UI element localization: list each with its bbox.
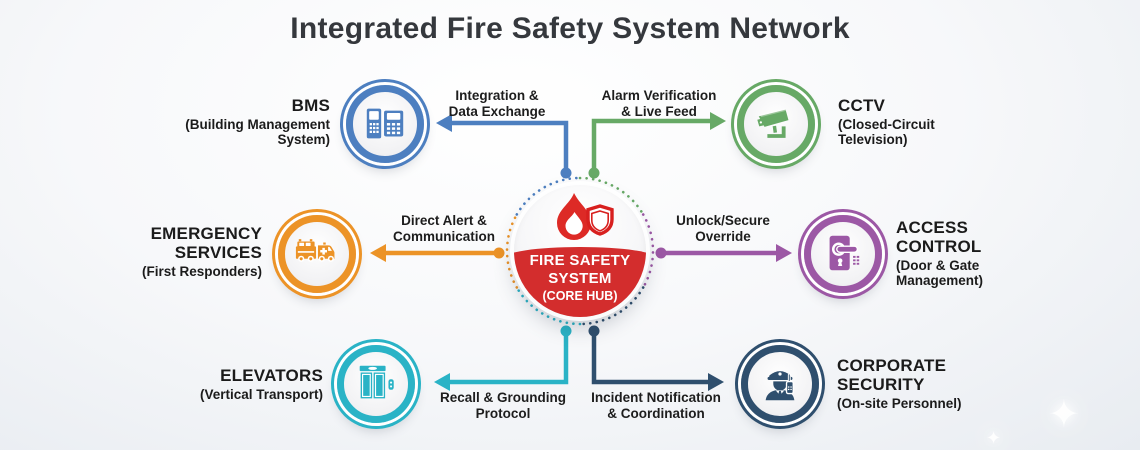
node-circle-cctv (737, 85, 815, 163)
cctv-camera-icon (757, 107, 789, 138)
node-name: EMERGENCY SERVICES (150, 224, 262, 263)
hub-title: FIRE SAFETY SYSTEM (CORE HUB) (514, 252, 646, 303)
hub-fire-safety-system: FIRE SAFETY SYSTEM (CORE HUB) (514, 185, 646, 317)
node-subtitle: (Closed-Circuit Television) (838, 117, 935, 148)
sparkle-decoration: ✦ (986, 428, 1002, 448)
sparkle-decoration: ✦ (1048, 394, 1080, 436)
connection-label-integration-data-exchange: Integration & Data Exchange (448, 88, 546, 120)
hub-subtitle: (CORE HUB) (542, 288, 618, 303)
hub-red-band (514, 247, 646, 317)
node-label-elevators: ELEVATORS (Vertical Transport) (143, 366, 323, 402)
node-label-corporate-security: CORPORATE SECURITY (On-site Personnel) (837, 356, 1007, 411)
node-name: ACCESS CONTROL (896, 218, 982, 257)
arrowhead-to-emergency (370, 244, 386, 262)
elevator-icon (359, 365, 394, 399)
fire-truck-ambulance-icon (295, 239, 335, 262)
connection-label-alarm-verification-live-feed: Alarm Verification & Live Feed (601, 88, 717, 120)
node-label-emergency-services: EMERGENCY SERVICES (First Responders) (87, 224, 262, 279)
arrowhead-to-access (776, 244, 792, 262)
node-subtitle: (Vertical Transport) (199, 387, 323, 403)
node-label-bms: BMS (Building Management System) (140, 96, 330, 147)
node-label-access-control: ACCESS CONTROL (Door & Gate Management) (896, 218, 1031, 288)
node-name: ELEVATORS (220, 366, 323, 385)
hub-title-line2: SYSTEM (548, 269, 612, 287)
node-name: CCTV (838, 96, 886, 115)
node-circle-emergency-services (278, 215, 356, 293)
node-subtitle: (On-site Personnel) (837, 396, 962, 412)
hub-title-line1: FIRE SAFETY (529, 252, 631, 270)
connection-label-incident-notification-coordination: Incident Notification & Coordination (591, 390, 721, 422)
node-circle-corporate-security (741, 345, 819, 423)
connection-label-recall-grounding-protocol: Recall & Grounding Protocol (439, 390, 566, 422)
node-name: CORPORATE SECURITY (837, 356, 947, 395)
flame-shield-icon (542, 191, 618, 254)
node-subtitle: (Building Management System) (185, 117, 330, 148)
node-label-cctv: CCTV (Closed-Circuit Television) (838, 96, 1008, 147)
node-subtitle: (Door & Gate Management) (896, 258, 984, 289)
door-handle-icon (829, 235, 860, 271)
security-guard-icon (765, 371, 795, 401)
arrowhead-to-corporate (708, 373, 724, 391)
node-circle-elevators (337, 345, 415, 423)
arrowhead-to-elevators (434, 373, 450, 391)
node-circle-access-control (804, 215, 882, 293)
connection-label-unlock-secure-override: Unlock/Secure Override (676, 213, 770, 245)
page-title: Integrated Fire Safety System Network (290, 12, 850, 45)
control-panel-icon (366, 108, 404, 139)
node-subtitle: (First Responders) (141, 264, 262, 280)
node-name: BMS (291, 96, 330, 115)
node-circle-bms (346, 85, 424, 163)
connection-label-direct-alert-communication: Direct Alert & Communication (392, 213, 495, 245)
